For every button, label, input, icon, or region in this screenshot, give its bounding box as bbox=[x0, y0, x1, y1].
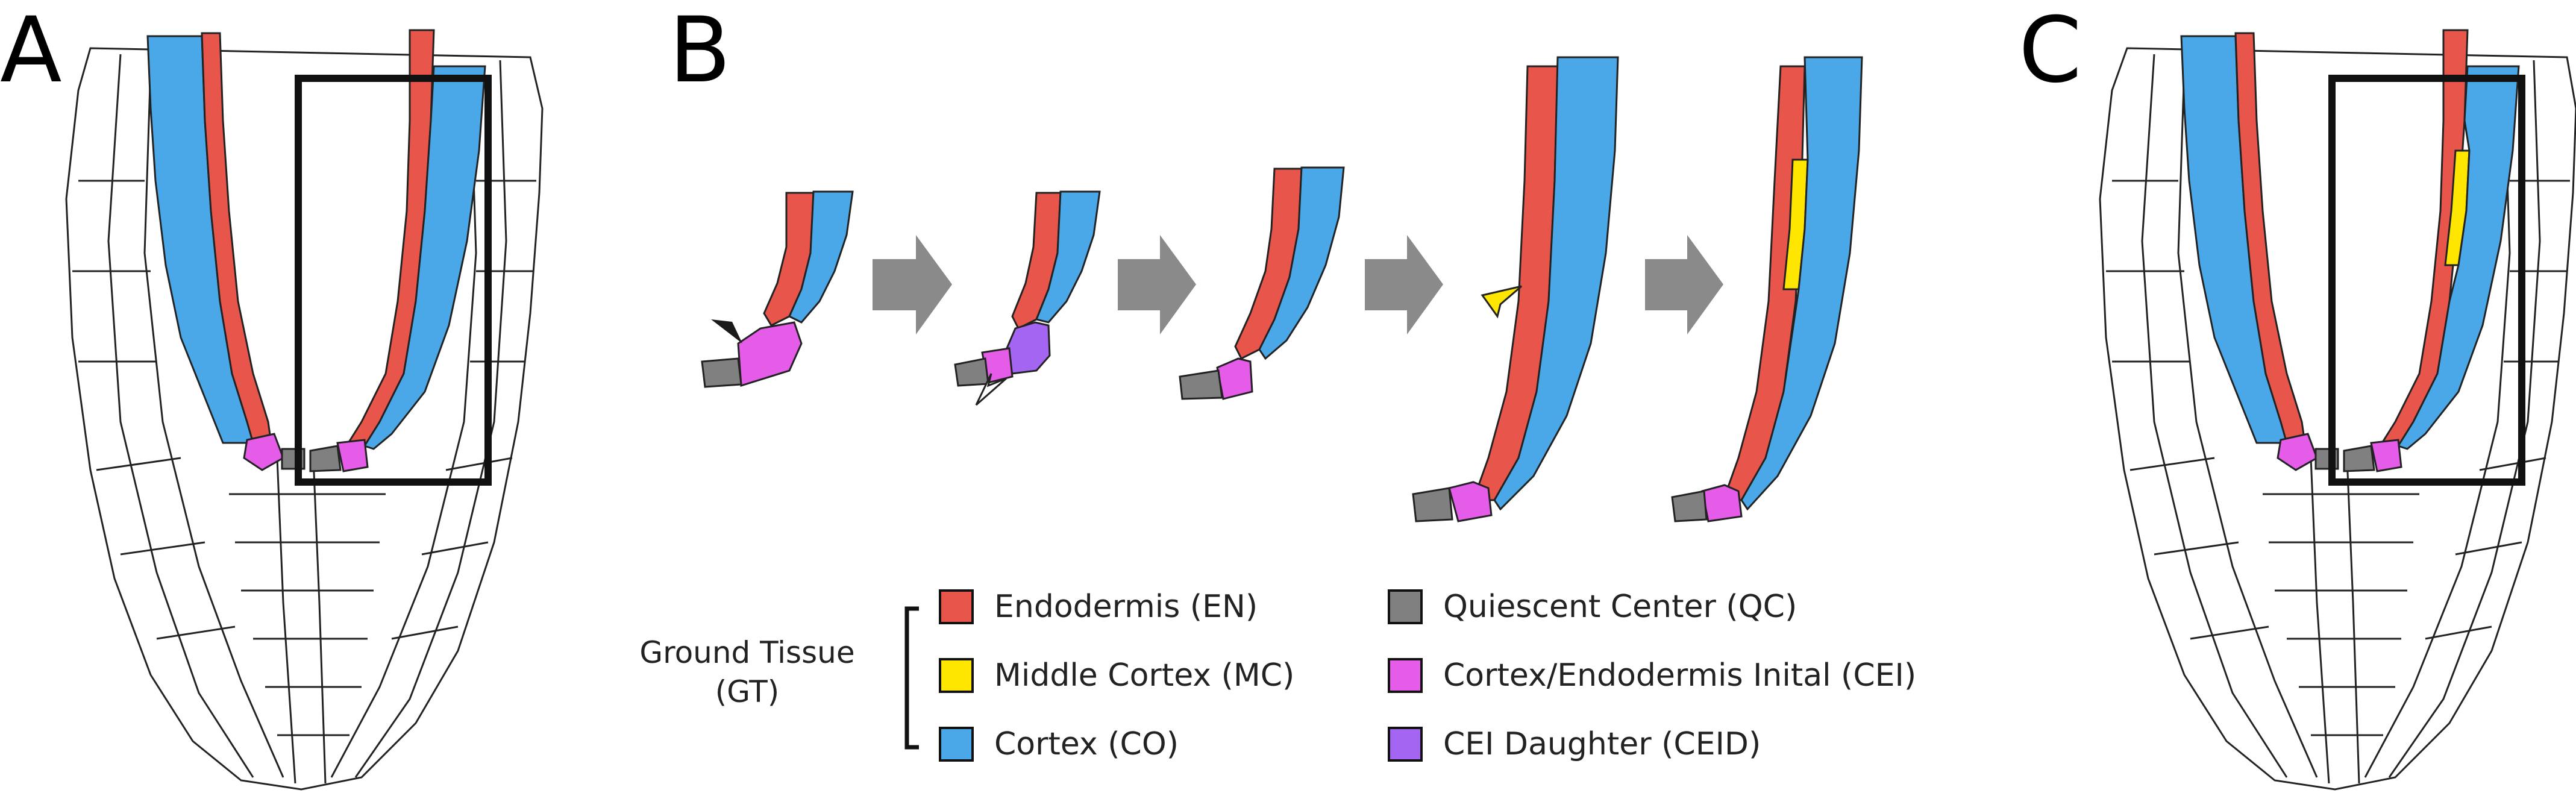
yellow-arrowhead bbox=[1481, 285, 1522, 319]
root-outline-a bbox=[65, 47, 544, 791]
arrow-2-3 bbox=[1118, 235, 1196, 334]
legend-label-cei: Cortex/Endodermis Inital (CEI) bbox=[1443, 657, 1916, 694]
legend-swatch-ceid bbox=[1388, 727, 1423, 762]
cei-right-c bbox=[2370, 439, 2402, 472]
stage2-cortex bbox=[1035, 190, 1101, 324]
cell-lines-a bbox=[72, 54, 536, 784]
qc-right-a bbox=[309, 445, 342, 472]
legend: Ground Tissue (GT) Endodermis (EN) Middl… bbox=[639, 589, 1916, 762]
legend-label-qc: Quiescent Center (QC) bbox=[1443, 589, 1797, 625]
stage1-cortex bbox=[788, 190, 854, 324]
panel-label-c: C bbox=[2019, 0, 2082, 103]
right-files-c bbox=[2343, 29, 2520, 472]
panel-label-a: A bbox=[0, 0, 62, 103]
arrow-1-2 bbox=[873, 235, 952, 334]
legend-label-ceid: CEI Daughter (CEID) bbox=[1443, 726, 1761, 762]
stage2-ceid bbox=[1005, 321, 1051, 375]
panel-b: B bbox=[639, 0, 1916, 762]
zoom-box-a bbox=[295, 75, 492, 486]
stage3-cei bbox=[1216, 357, 1253, 400]
legend-swatch-middle-cortex bbox=[939, 658, 974, 693]
legend-swatch-endodermis bbox=[939, 589, 974, 624]
cei-left-a bbox=[243, 433, 284, 471]
legend-swatch-cortex bbox=[939, 727, 974, 762]
cei-right-a bbox=[336, 439, 369, 472]
ground-tissue-abbrev: (GT) bbox=[715, 674, 780, 709]
ground-tissue-bracket bbox=[904, 606, 919, 750]
stage-5 bbox=[1671, 56, 1863, 522]
legend-swatch-cei bbox=[1388, 658, 1423, 693]
stage-3 bbox=[1179, 166, 1345, 400]
stage4-cei bbox=[1448, 481, 1493, 522]
stage-4 bbox=[1412, 56, 1619, 522]
white-arrowhead bbox=[975, 373, 1007, 406]
arrow-3-4 bbox=[1365, 235, 1443, 334]
black-arrowhead bbox=[711, 319, 742, 343]
ground-tissue-label: Ground Tissue bbox=[639, 635, 854, 670]
stage-1 bbox=[701, 190, 854, 388]
root-outline-c bbox=[2099, 47, 2576, 791]
panel-a: A bbox=[0, 0, 544, 791]
stage5-qc bbox=[1671, 490, 1708, 522]
panel-c: C bbox=[2019, 0, 2576, 791]
stage3-qc bbox=[1179, 369, 1223, 400]
stage4-cortex bbox=[1493, 56, 1619, 511]
cortex-file-right-a bbox=[363, 65, 486, 450]
stage4-qc bbox=[1412, 487, 1453, 522]
stage5-cortex bbox=[1740, 56, 1863, 511]
qc-right-c bbox=[2343, 445, 2375, 472]
panel-label-b: B bbox=[669, 0, 731, 103]
stage1-qc bbox=[701, 357, 742, 388]
legend-swatch-qc bbox=[1388, 589, 1423, 624]
stage1-cei bbox=[737, 321, 803, 387]
legend-label-cortex: Cortex (CO) bbox=[994, 726, 1179, 762]
right-files-a bbox=[309, 29, 486, 472]
arrow-4-5 bbox=[1645, 235, 1723, 334]
stage5-cei bbox=[1701, 484, 1743, 522]
legend-label-endodermis: Endodermis (EN) bbox=[994, 589, 1258, 625]
cei-left-c bbox=[2277, 433, 2318, 471]
left-files-c bbox=[2180, 32, 2339, 471]
cell-lines-c bbox=[2106, 54, 2570, 784]
legend-label-middle-cortex: Middle Cortex (MC) bbox=[994, 657, 1294, 694]
left-files-a bbox=[146, 32, 306, 471]
zoom-box-c bbox=[2328, 75, 2525, 486]
stage2-qc bbox=[954, 357, 989, 387]
stage3-cortex bbox=[1258, 166, 1345, 360]
stage-2 bbox=[954, 190, 1101, 406]
